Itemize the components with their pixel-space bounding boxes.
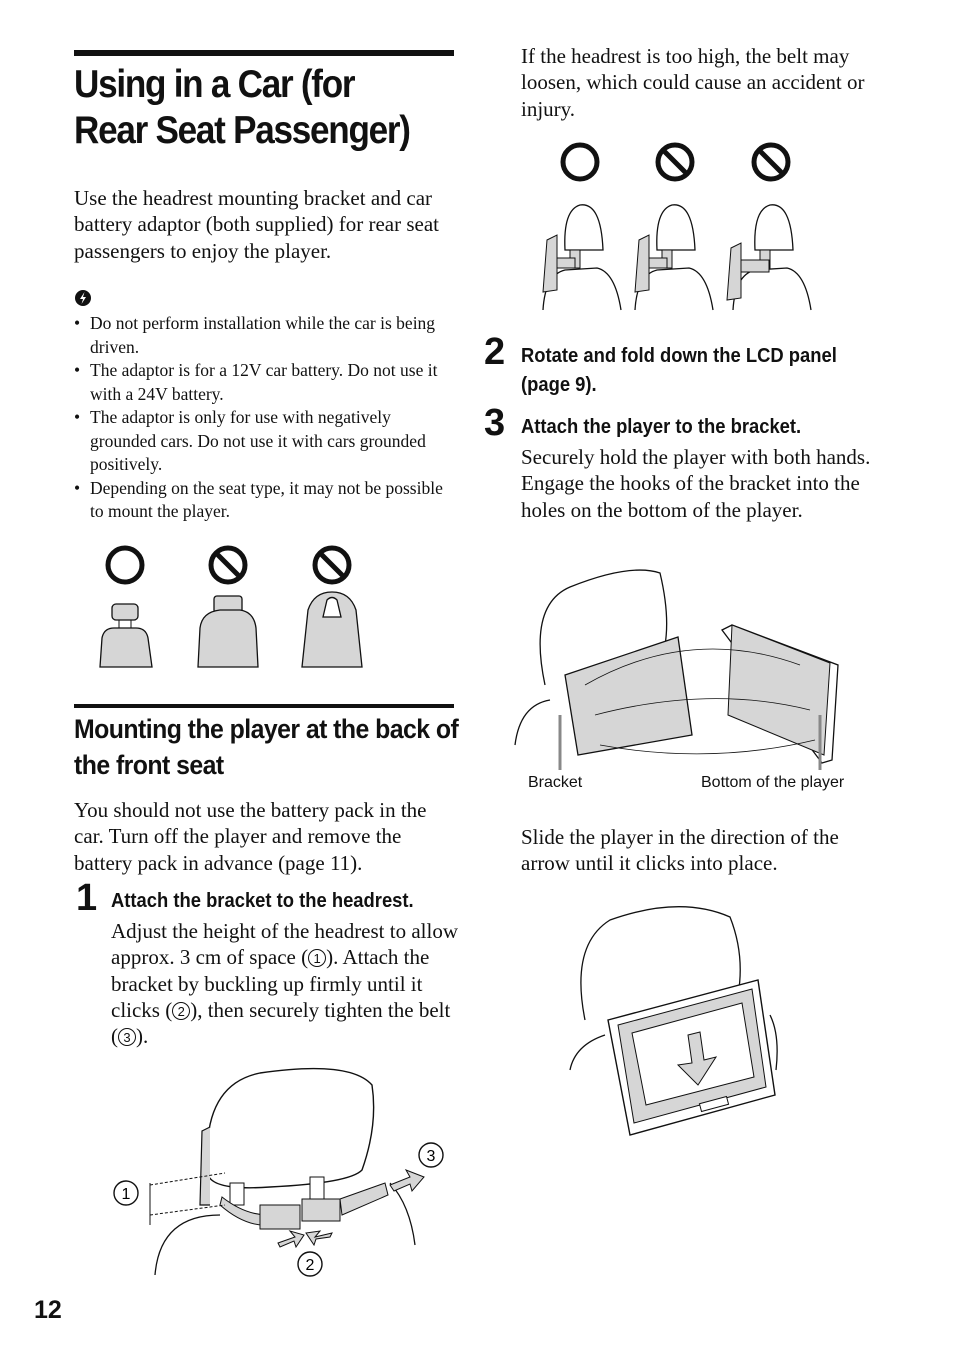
callout-number: 3 — [427, 1148, 436, 1165]
step1-text-part: Adjust the height of the headrest to all… — [111, 919, 459, 970]
page-title: Using in a Car (for Rear Seat Passenger) — [74, 63, 411, 152]
step3-text-line: Securely hold the player with both hands… — [521, 445, 871, 469]
ok-icon — [560, 142, 600, 182]
ok-icon — [105, 545, 145, 585]
slide-player-illustration — [569, 906, 778, 1136]
callout-number: 1 — [308, 949, 327, 968]
section-title: Mounting the player at the back of the f… — [74, 714, 459, 780]
title-rule — [74, 50, 454, 56]
step-number: 1 — [76, 877, 98, 919]
notes-list: Do not perform installation while the ca… — [74, 312, 459, 524]
prohibited-icon — [655, 142, 695, 182]
callout-number: 1 — [122, 1186, 131, 1203]
note-item: The adaptor is for a 12V car battery. Do… — [74, 359, 459, 406]
bracket-label: Bracket — [528, 774, 583, 791]
seat-type-illustration — [99, 545, 363, 668]
step1-text-part: ), then securely tighten the belt ( — [111, 997, 451, 1049]
step-title-text: Rotate and fold down the LCD panel (page… — [521, 345, 837, 396]
bracket-mounting-illustration: 1 2 3 — [113, 1067, 444, 1277]
slide-instruction: Slide the player in the direction of the… — [521, 825, 839, 876]
step3-text-line: Engage the hooks of the bracket into the… — [521, 471, 860, 522]
prohibited-icon — [208, 545, 248, 585]
headrest-height-illustration — [542, 142, 812, 311]
note-item: The adaptor is only for use with negativ… — [74, 406, 459, 477]
note-item: Do not perform installation while the ca… — [74, 312, 459, 359]
note-item: Depending on the seat type, it may not b… — [74, 477, 459, 524]
section-intro: You should not use the battery pack in t… — [74, 798, 427, 875]
callout-number: 2 — [306, 1257, 315, 1274]
step-title: Rotate and fold down the LCD panel (page… — [521, 342, 863, 400]
headrest-warning: If the headrest is too high, the belt ma… — [521, 44, 865, 121]
intro-paragraph: Use the headrest mounting bracket and ca… — [74, 186, 440, 263]
page-number: 12 — [34, 1296, 62, 1324]
step1-text-part: ). — [136, 1024, 149, 1049]
callout-number: 3 — [118, 1028, 136, 1047]
step-number: 2 — [484, 331, 506, 373]
player-bracket-illustration — [514, 569, 839, 770]
step1-text-part: ). — [326, 945, 339, 970]
step-title: Attach the player to the bracket. — [521, 416, 802, 438]
prohibited-icon — [312, 545, 352, 585]
note-icon — [75, 290, 91, 306]
step-number: 3 — [484, 402, 506, 444]
section-rule — [74, 704, 454, 708]
callout-number: 2 — [172, 1001, 191, 1020]
prohibited-icon — [751, 142, 791, 182]
step3-text: Securely hold the player with both hands… — [521, 444, 871, 523]
step-title: Attach the bracket to the headrest. — [111, 890, 414, 912]
player-bottom-label: Bottom of the player — [701, 774, 845, 791]
step1-text-part: Attach the bracket by buckling up firmly… — [111, 945, 430, 1022]
step1-text: Adjust the height of the headrest to all… — [111, 918, 461, 1049]
